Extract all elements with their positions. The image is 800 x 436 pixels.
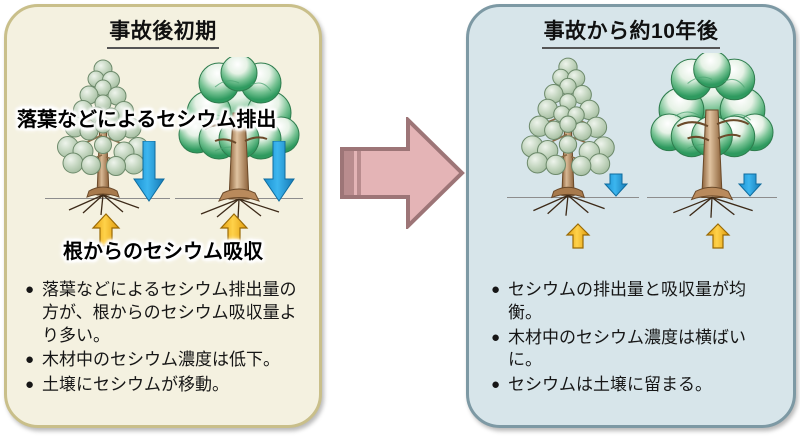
cesium-release-arrow-left — [133, 141, 165, 202]
cesium-uptake-arrow-left — [91, 213, 121, 247]
broadleaf-tree — [178, 57, 300, 220]
list-item: ● セシウムは土壌に留まる。 — [491, 374, 777, 397]
list-item: ● 落葉などによるセシウム排出量の方が、根からのセシウム吸収量より多い。 — [25, 279, 305, 347]
cesium-release-arrow-right — [263, 141, 295, 202]
list-item: ● 木材中のセシウム濃度は低下。 — [25, 349, 305, 372]
bullet-text: 落葉などによるセシウム排出量の方が、根からのセシウム吸収量より多い。 — [42, 280, 297, 345]
right-scene — [469, 45, 793, 273]
bullet-text: セシウムの排出量と吸収量が均衡。 — [508, 280, 746, 322]
bullet-marker: ● — [491, 281, 501, 298]
conifer-tree — [521, 57, 615, 216]
bullet-marker: ● — [25, 351, 35, 369]
left-bullet-list: ● 落葉などによるセシウム排出量の方が、根からのセシウム吸収量より多い。 ● 木… — [7, 279, 319, 399]
label-cesium-release: 落葉などによるセシウム排出 — [17, 109, 277, 131]
bullet-text: 木材中のセシウム濃度は横ばいに。 — [508, 327, 746, 370]
left-panel-title: 事故後初期 — [7, 15, 319, 49]
right-bullet-list: ● セシウムの排出量と吸収量が均衡。 ● 木材中のセシウム濃度は横ばいに。 ● … — [469, 279, 793, 399]
transition-right-arrow — [340, 117, 465, 229]
left-scene: 落葉などによるセシウム排出 根からのセシウム吸収 — [7, 45, 319, 273]
bullet-marker: ● — [25, 376, 35, 394]
panel-ten-years-later: 事故から約10年後 — [466, 4, 796, 428]
bullet-marker: ● — [491, 376, 501, 394]
left-panel-title-text: 事故後初期 — [107, 15, 219, 49]
cesium-release-arrow-right — [737, 173, 763, 197]
conifer-tree — [57, 59, 149, 216]
label-cesium-uptake: 根からのセシウム吸収 — [63, 241, 263, 263]
bullet-marker: ● — [491, 328, 501, 346]
list-item: ● 木材中のセシウム濃度は横ばいに。 — [491, 327, 777, 373]
bullet-marker: ● — [25, 281, 35, 298]
right-panel-title: 事故から約10年後 — [469, 15, 793, 49]
right-panel-title-text: 事故から約10年後 — [541, 15, 721, 49]
cesium-uptake-arrow-right — [219, 213, 249, 247]
bullet-text: セシウムは土壌に留まる。 — [508, 375, 712, 395]
list-item: ● セシウムの排出量と吸収量が均衡。 — [491, 279, 777, 325]
panel-initial-period: 事故後初期 — [4, 4, 322, 428]
bullet-text: 木材中のセシウム濃度は低下。 — [42, 350, 280, 370]
list-item: ● 土壌にセシウムが移動。 — [25, 374, 305, 397]
cesium-uptake-arrow-right — [705, 223, 731, 249]
bullet-text: 土壌にセシウムが移動。 — [42, 375, 229, 395]
cesium-uptake-arrow-left — [565, 223, 591, 249]
broadleaf-tree — [650, 53, 774, 218]
cesium-release-arrow-left — [603, 173, 629, 197]
